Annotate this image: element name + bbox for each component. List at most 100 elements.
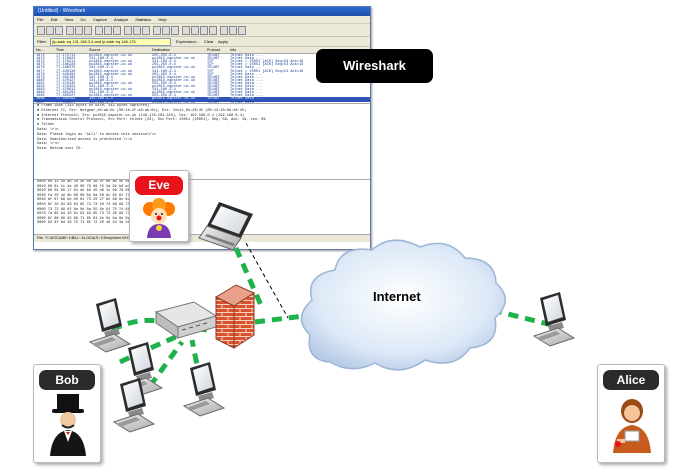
laptop-icon [198, 202, 253, 251]
packet-cell-dst: pc2815.napster.uc.uk [152, 100, 196, 104]
packet-bytes[interactable]: 0000 00 13 20 8b 28 45 00 1b 2f e6 ab 0c… [34, 180, 370, 235]
menu-capture[interactable]: Capture [92, 17, 108, 22]
monitor-alice-pc [532, 292, 576, 347]
packet-cell-src: 192.168.0.4 [89, 100, 113, 104]
packet-cell-proto: TELNET [207, 54, 220, 58]
detail-line[interactable]: Data: Unauthorized access is prohibited.… [37, 137, 132, 142]
packet-cell-proto: TELNET [207, 57, 220, 62]
menu-view[interactable]: View [64, 17, 74, 22]
detail-line[interactable]: ⊞ Ethernet II, Src: Netgear_e6:ab:0c (00… [37, 108, 247, 113]
toolbar-button-16[interactable] [191, 26, 199, 35]
toolbar-button-21[interactable] [238, 26, 246, 35]
toolbar-button-17[interactable] [200, 26, 208, 35]
toolbar-button-19[interactable] [220, 26, 228, 35]
toolbar-button-10[interactable] [133, 26, 141, 35]
toolbar-button-15[interactable] [182, 26, 190, 35]
packet-cell-info: Telnet Data ... [230, 94, 263, 99]
toolbar [34, 24, 370, 37]
packet-cell-time: 77.556227 [56, 100, 76, 104]
toolbar-button-20[interactable] [229, 26, 237, 35]
toolbar-button-8[interactable] [113, 26, 121, 35]
menu-help[interactable]: Help [158, 17, 167, 22]
hex-line: 0030 fa f0 4d 6b 00 00 0d 0a 50 6c 65 61… [37, 193, 188, 198]
packet-details[interactable]: ⊞ Frame 1886 (143 bytes on wire, 143 byt… [34, 104, 370, 180]
link-pc2-switch [118, 333, 179, 365]
packet-cell-dst: 131.180.3.4 [152, 69, 176, 74]
toolbar-button-11[interactable] [142, 26, 150, 35]
filter-label: Filter: [37, 39, 47, 44]
detail-line[interactable]: ⊞ Transmission Control Protocol, Src Por… [37, 118, 266, 123]
detail-line[interactable]: ⊟ Telnet [37, 123, 55, 128]
packet-cell-dst: 255.255.0.4 [152, 63, 176, 68]
packet-cell-proto: TELNET [207, 100, 220, 104]
toolbar-button-1[interactable] [46, 26, 54, 35]
eve-card: Eve [129, 170, 189, 242]
detail-line[interactable]: Data: Netcom user ID: [37, 147, 83, 152]
toolbar-button-2[interactable] [55, 26, 63, 35]
filter-input[interactable]: (ip.addr eq 131.188.3.4 and ip.addr eq 1… [50, 38, 171, 46]
expression-button[interactable]: Expression... [176, 39, 200, 44]
link-eve-tap [233, 247, 266, 311]
menu-go[interactable]: Go [80, 17, 86, 22]
detail-line[interactable]: Data: Please login as 'bill' to access t… [37, 132, 156, 137]
packet-cell-no: 1886 [36, 97, 45, 102]
toolbar-button-14[interactable] [171, 26, 179, 35]
col-no[interactable]: No. - [36, 48, 44, 52]
detail-line[interactable]: ⊞ Internet Protocol, Src: pc2815.napster… [37, 113, 245, 118]
packet-cell-dst: 131.180.3.4 [152, 88, 176, 93]
packet-cell-proto: TELNET [207, 78, 220, 83]
detail-line[interactable]: Data: \r\n [37, 127, 59, 132]
col-time[interactable]: Time [56, 48, 64, 52]
toolbar-button-0[interactable] [37, 26, 45, 35]
col-info[interactable]: Info [230, 48, 236, 52]
packet-cell-src: 131.180.3.4 [89, 91, 113, 96]
menu-edit[interactable]: Edit [50, 17, 58, 22]
col-protocol[interactable]: Protocol [207, 48, 221, 52]
menu-analyze[interactable]: Analyze [113, 17, 129, 22]
col-destination[interactable]: Destination [152, 48, 170, 52]
packet-cell-time: 77.470427 [56, 78, 76, 83]
menu-file[interactable]: File [37, 17, 44, 22]
packet-cell-time: 77.440130 [56, 69, 76, 74]
packet-cell-dst: 255.255.0.4 [152, 54, 176, 58]
toolbar-button-4[interactable] [75, 26, 83, 35]
monitor-bob-pc1 [88, 298, 132, 353]
alice-label: Alice [603, 370, 659, 390]
toolbar-button-6[interactable] [95, 26, 103, 35]
bob-card: Bob [33, 364, 101, 463]
apply-button[interactable]: Apply [218, 39, 229, 44]
toolbar-button-3[interactable] [66, 26, 74, 35]
toolbar-button-7[interactable] [104, 26, 112, 35]
packet-list[interactable]: No. - Time Source Destination Protocol I… [34, 47, 370, 104]
detail-line[interactable]: ⊞ Frame 1886 (143 bytes on wire, 143 byt… [37, 104, 150, 108]
menu-statistics[interactable]: Statistics [135, 17, 152, 22]
detail-line[interactable]: Data: \r\n [37, 142, 59, 147]
toolbar-button-18[interactable] [209, 26, 217, 35]
clear-button[interactable]: Clear [204, 39, 214, 44]
toolbar-button-13[interactable] [162, 26, 170, 35]
col-source[interactable]: Source [89, 48, 101, 52]
hex-line: 0000 00 13 20 8b 28 45 00 1b 2f e6 ab 0c… [37, 180, 188, 184]
toolbar-button-9[interactable] [124, 26, 132, 35]
alice-card: Alice [597, 364, 665, 463]
toolbar-button-12[interactable] [153, 26, 161, 35]
packet-cell-time: 77.175711 [56, 54, 76, 58]
hex-line: 0040 6f 67 69 6e 20 61 73 20 27 62 69 6c… [37, 198, 186, 203]
toolbar-button-5[interactable] [84, 26, 92, 35]
